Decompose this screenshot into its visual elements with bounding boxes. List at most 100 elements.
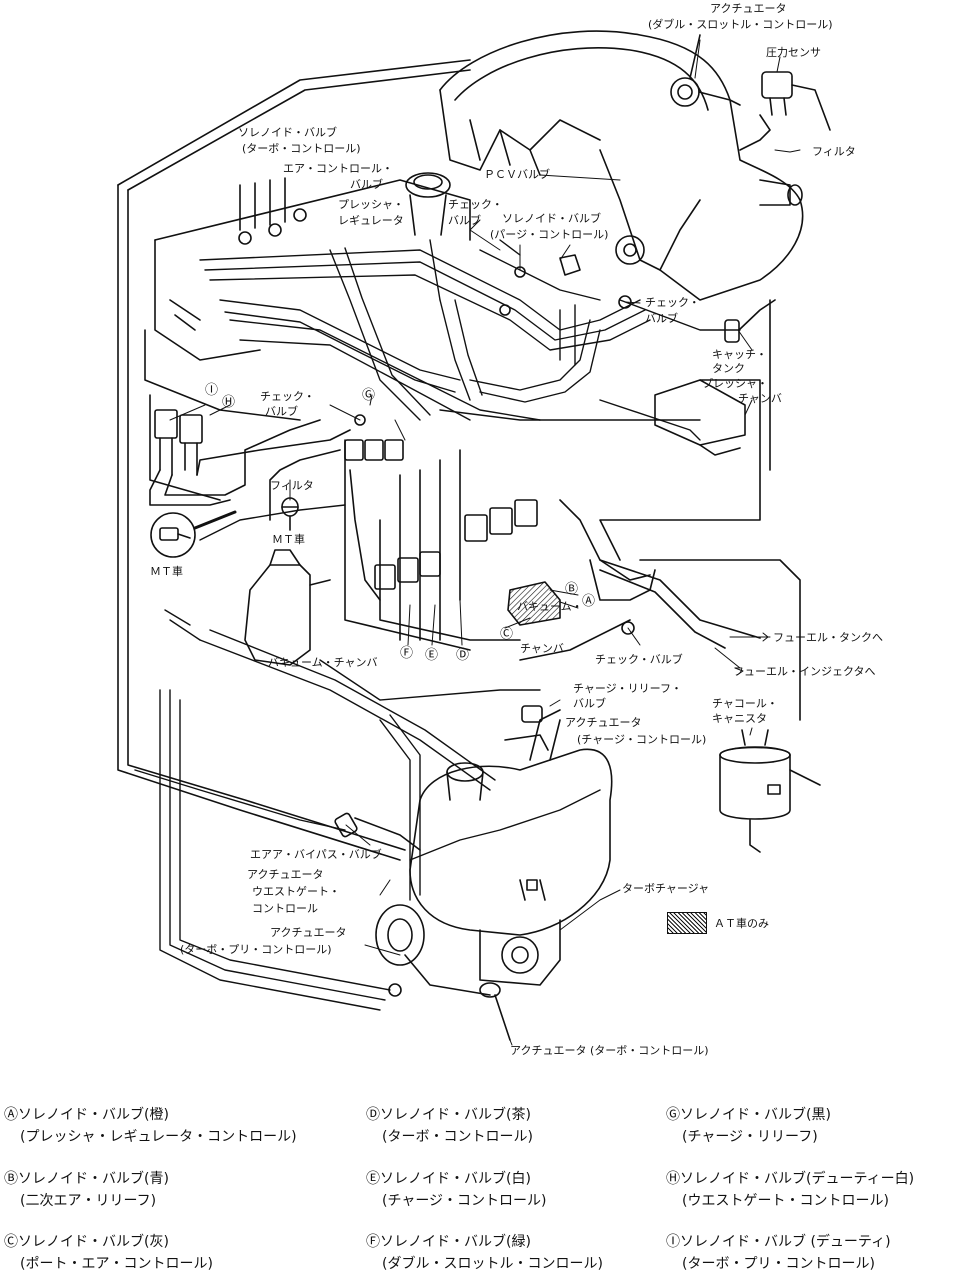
pressure-chamber-label: プレッシャ・ xyxy=(702,377,768,390)
legend-item-c: Ⓒソレノイド・バルブ(灰) (ポート・エア・コントロール) xyxy=(4,1231,213,1275)
check-valve-left-label: チェック・ xyxy=(260,390,315,403)
charcoal-canister xyxy=(719,729,821,853)
marker-d-label: Ⓓ xyxy=(456,648,470,663)
pcv-valve-label: ＰＣＶバルブ xyxy=(484,168,550,181)
actuator-wastegate-sublabel-2: コントロール xyxy=(252,902,318,915)
at-only-hatch-swatch xyxy=(667,912,707,934)
mt-car-inset xyxy=(150,510,237,558)
filter-mid-label: フィルタ xyxy=(270,479,314,492)
air-control-valve-label: エア・コントロール・ xyxy=(283,162,393,175)
air-control-valve-sublabel: バルブ xyxy=(350,178,383,191)
legend-item-title: Ⓑソレノイド・バルブ(青) xyxy=(4,1171,169,1187)
legend-item-title: Ⓗソレノイド・バルブ(デューティー白) xyxy=(666,1171,915,1187)
fuel-lines xyxy=(519,559,801,721)
charge-relief-valve-sublabel: バルブ xyxy=(573,697,606,710)
actuator-charge-label: アクチュエータ xyxy=(565,716,642,729)
actuator-wastegate-label: アクチュエータ xyxy=(247,868,324,881)
sv-purge-sublabel: (パージ・コントロール) xyxy=(490,228,609,241)
lower-hoses xyxy=(134,504,601,1011)
solenoid-cluster-left xyxy=(149,409,351,506)
vacuum-chamber-right-sublabel: チャンバ xyxy=(520,642,564,655)
sv-purge-label: ソレノイド・バルブ xyxy=(502,212,601,225)
actuator-turbo-pre-sublabel: (ターボ・プリ・コントロール) xyxy=(180,943,332,956)
marker-i-label: Ⓘ xyxy=(205,383,219,398)
pressure-regulator-label: プレッシャ・ xyxy=(338,198,404,211)
legend-item-b: Ⓑソレノイド・バルブ(青) (二次エア・リリーフ) xyxy=(4,1168,169,1212)
vacuum-chamber-right-label: バキューム・ xyxy=(517,600,583,613)
oil-filler xyxy=(405,172,451,236)
legend-item-a: Ⓐソレノイド・バルブ(橙) (プレッシャ・レギュレータ・コントロール) xyxy=(4,1104,297,1148)
marker-g-label: Ⓖ xyxy=(362,388,376,403)
legend-item-title: Ⓒソレノイド・バルブ(灰) xyxy=(4,1234,169,1250)
legend-item-f: Ⓕソレノイド・バルブ(緑) (ダブル・スロットル・コンロール) xyxy=(366,1231,603,1275)
air-bypass-valve-label: エアア・バイパス・バルブ xyxy=(250,848,382,861)
pressure-chamber-sublabel: チャンバ xyxy=(738,392,782,405)
vacuum-hose-routing-diagram xyxy=(117,30,831,1046)
check-valve-top-label: チェック・ xyxy=(448,198,503,211)
check-valve-right-label: チェック・ xyxy=(645,296,700,309)
leader-lines xyxy=(169,39,801,1046)
legend-item-g: Ⓖソレノイド・バルブ(黒) (チャージ・リリーフ) xyxy=(666,1104,831,1148)
check-valve-top-sublabel: バルブ xyxy=(448,214,481,227)
catch-tank xyxy=(724,299,776,343)
to-fuel-tank-label: フューエル・タンクへ xyxy=(773,631,883,644)
marker-f-label: Ⓕ xyxy=(400,646,414,661)
check-valve-left-sublabel: バルブ xyxy=(265,405,298,418)
marker-e-label: Ⓔ xyxy=(425,648,439,663)
legend-item-desc: (ターボ・コントロール) xyxy=(382,1129,533,1145)
pressure-regulator-sublabel: レギュレータ xyxy=(338,214,404,227)
to-fuel-injector-label: フューエル・インジェクタへ xyxy=(733,665,876,678)
legend-item-title: Ⓖソレノイド・バルブ(黒) xyxy=(666,1107,831,1123)
legend-item-desc: (ポート・エア・コントロール) xyxy=(20,1256,213,1272)
legend-item-i: Ⓘソレノイド・バルブ (デューティ) (ターボ・プリ・コントロール) xyxy=(666,1231,891,1275)
legend-item-desc: (ダブル・スロットル・コンロール) xyxy=(382,1256,603,1272)
actuator-turbo-pre-label: アクチュエータ xyxy=(270,926,347,939)
filter-mt xyxy=(281,497,299,531)
solenoid-cluster-middle xyxy=(269,439,404,601)
sv-turbo-control-label: ソレノイド・バルブ xyxy=(238,126,337,139)
legend-item-title: Ⓔソレノイド・バルブ(白) xyxy=(366,1171,531,1187)
legend-item-title: Ⓐソレノイド・バルブ(橙) xyxy=(4,1107,169,1123)
mt-car-label-1: ＭＴ車 xyxy=(272,533,305,546)
check-valves xyxy=(354,254,635,635)
catch-tank-sublabel: タンク xyxy=(712,362,745,375)
vacuum-chamber-left xyxy=(244,549,331,666)
marker-c-label: Ⓒ xyxy=(500,627,514,642)
legend-item-title: Ⓓソレノイド・バルブ(茶) xyxy=(366,1107,531,1123)
engine-block xyxy=(144,177,471,501)
pressure-sensor-label: 圧力センサ xyxy=(766,46,821,59)
marker-b-label: Ⓑ xyxy=(565,582,579,597)
pressure-chamber xyxy=(654,379,746,456)
legend-item-desc: (チャージ・リリーフ) xyxy=(682,1129,818,1145)
legend-item-e: Ⓔソレノイド・バルブ(白) (チャージ・コントロール) xyxy=(366,1168,547,1212)
charcoal-canister-label: チャコール・ xyxy=(712,697,778,710)
legend-item-title: Ⓘソレノイド・バルブ (デューティ) xyxy=(666,1234,891,1250)
actuator-double-throttle-label: アクチュエータ xyxy=(710,2,787,15)
legend-item-d: Ⓓソレノイド・バルブ(茶) (ターボ・コントロール) xyxy=(366,1104,533,1148)
charcoal-canister-sublabel: キャニスタ xyxy=(712,712,767,725)
solenoid-bank xyxy=(344,439,656,651)
hose-bundle xyxy=(199,239,741,441)
legend-item-h: Ⓗソレノイド・バルブ(デューティー白) (ウエストゲート・コントロール) xyxy=(666,1168,914,1212)
check-valve-bottom-label: チェック・バルブ xyxy=(595,653,683,666)
filter-top-label: フィルタ xyxy=(812,145,856,158)
actuator-wastegate-sublabel: ウエストゲート・ xyxy=(252,885,340,898)
actuator-charge-sublabel: (チャージ・コントロール) xyxy=(577,733,707,746)
vacuum-chamber-left-label: バキューム・チャンバ xyxy=(268,656,378,669)
legend-item-desc: (ターボ・プリ・コントロール) xyxy=(682,1256,875,1272)
turbocharger xyxy=(375,705,613,1041)
legend-item-desc: (プレッシャ・レギュレータ・コントロール) xyxy=(20,1129,297,1145)
at-only-label: ＡＴ車のみ xyxy=(714,917,769,930)
legend-item-desc: (チャージ・コントロール) xyxy=(382,1193,547,1209)
catch-tank-label: キャッチ・ xyxy=(712,348,767,361)
actuator-double-throttle xyxy=(670,34,741,107)
intake-manifold xyxy=(439,30,804,301)
actuator-turbo-control-label: アクチュエータ (ターボ・コントロール) xyxy=(510,1044,709,1057)
at-vacuum-chamber xyxy=(507,581,561,626)
legend-item-desc: (二次エア・リリーフ) xyxy=(20,1193,157,1209)
marker-a-label: Ⓐ xyxy=(582,594,596,609)
marker-h-label: Ⓗ xyxy=(222,395,236,410)
turbocharger-label: ターボチャージャ xyxy=(622,882,710,895)
legend-item-title: Ⓕソレノイド・バルブ(緑) xyxy=(366,1234,531,1250)
actuator-double-throttle-sublabel: (ダブル・スロットル・コントロール) xyxy=(648,18,833,31)
